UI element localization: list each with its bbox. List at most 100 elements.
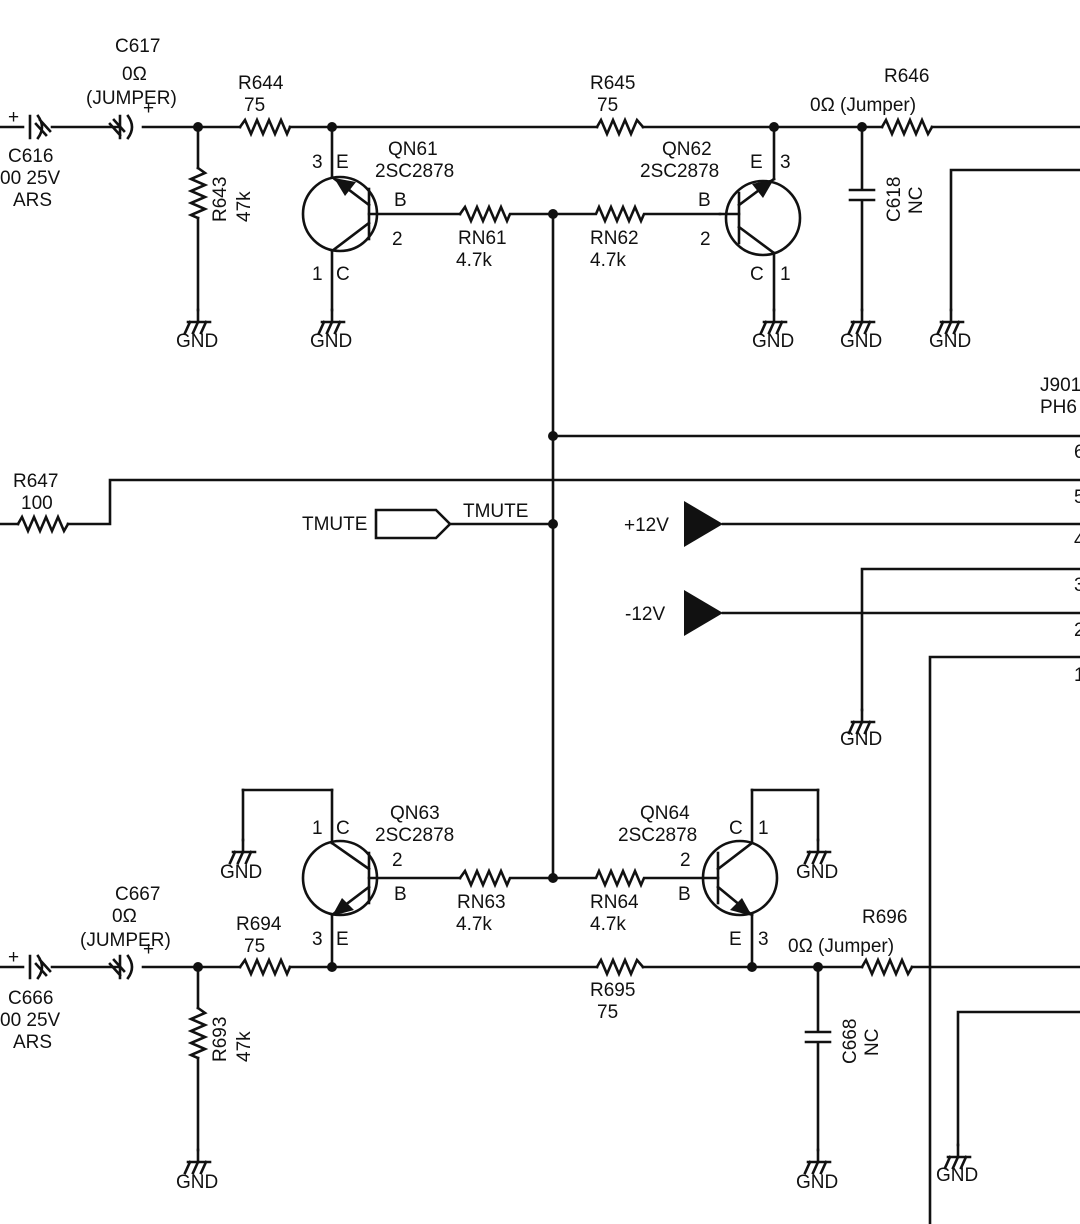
- transistor-qn61: 3 E B 2 1 C QN61 2SC2878 GND: [301, 125, 462, 352]
- qn61-pin-c-num: 1: [312, 264, 323, 285]
- c667-ref: C667: [115, 884, 160, 905]
- capacitor-c668: C668 NC GND: [796, 965, 883, 1193]
- r644-ref: R644: [238, 73, 284, 94]
- qn63-pin-e: E: [336, 929, 349, 950]
- qn63-pin-b-num: 2: [392, 850, 403, 871]
- c618-value: NC: [906, 187, 927, 214]
- c666-plus-sign: +: [8, 947, 19, 968]
- qn61-pin-b-num: 2: [392, 229, 403, 250]
- tmute-port-label: TMUTE: [302, 514, 367, 535]
- qn64-pin-b-num: 2: [680, 850, 691, 871]
- resistor-rn63: RN63 4.7k: [456, 867, 555, 935]
- gnd-label-qn62: GND: [752, 331, 794, 352]
- r695-value: 75: [597, 1002, 618, 1023]
- control-section: J901 PH6 6 5 4 3 2 1 R647 100 TMUTE TMUT…: [0, 212, 1080, 1224]
- j901-pin-6: 6: [1074, 442, 1080, 463]
- c617-value: 0Ω: [122, 64, 147, 85]
- qn63-part: 2SC2878: [375, 825, 454, 846]
- resistor-r693: R693 47k GND: [176, 965, 255, 1193]
- r643-ref: R643: [210, 177, 231, 222]
- c666-value: 00 25V: [0, 1010, 61, 1031]
- resistor-r694: R694 75: [236, 914, 292, 978]
- c616-plus-sign: +: [8, 107, 19, 128]
- c617-note: (JUMPER): [86, 88, 177, 109]
- rn64-ref: RN64: [590, 892, 639, 913]
- resistor-r646: R646 0Ω (Jumper): [810, 66, 934, 138]
- gnd-label-qn64: GND: [796, 862, 838, 883]
- qn63-ref: QN63: [390, 803, 440, 824]
- c617-ref: C617: [115, 36, 160, 57]
- c616-type: ARS: [13, 190, 52, 211]
- c668-value: NC: [862, 1029, 883, 1056]
- rn63-ref: RN63: [457, 892, 506, 913]
- power-neg12v: -12V: [625, 590, 1080, 636]
- qn61-pin-c: C: [336, 264, 350, 285]
- transistor-qn64: C 1 2 B E 3 QN64 2SC2878 GND: [618, 788, 838, 969]
- r647-value: 100: [21, 493, 53, 514]
- gnd-label-r643: GND: [176, 331, 218, 352]
- gnd-label-j901-pin3: GND: [840, 729, 882, 750]
- r696-value: 0Ω (Jumper): [788, 936, 894, 957]
- tmute-port: TMUTE TMUTE: [302, 501, 558, 540]
- capacitor-c667: + C667 0Ω (JUMPER): [80, 884, 171, 980]
- c617-plus-sign: +: [143, 98, 154, 119]
- qn64-pin-e: E: [729, 929, 742, 950]
- qn63-pin-b: B: [394, 884, 407, 905]
- resistor-r695: R695 75: [590, 956, 645, 1023]
- r645-value: 75: [597, 95, 618, 116]
- rn63-value: 4.7k: [456, 914, 492, 935]
- rn61-ref: RN61: [458, 228, 507, 249]
- junction-qn64-emitter: [747, 962, 757, 972]
- qn61-pin-e-num: 3: [312, 152, 323, 173]
- resistor-rn61: RN61 4.7k: [456, 203, 555, 271]
- c616-value: 00 25V: [0, 168, 61, 189]
- qn62-pin-b: B: [698, 190, 711, 211]
- qn61-part: 2SC2878: [375, 161, 454, 182]
- r643-value: 47k: [234, 191, 255, 222]
- qn61-pin-b: B: [394, 190, 407, 211]
- j901-ref: J901: [1040, 375, 1080, 396]
- c668-ref: C668: [840, 1019, 861, 1064]
- j901-pin-4: 4: [1074, 530, 1080, 551]
- transistor-qn62: E 3 B 2 C 1 QN62 2SC2878 GND: [640, 125, 802, 352]
- j901-pin-2: 2: [1074, 620, 1080, 641]
- tmute-net-label: TMUTE: [463, 501, 528, 522]
- capacitor-c618: C618 NC GND: [840, 125, 927, 352]
- r693-value: 47k: [234, 1031, 255, 1062]
- j901-type: PH6: [1040, 397, 1077, 418]
- gnd-label-qn61: GND: [310, 331, 352, 352]
- r694-ref: R694: [236, 914, 282, 935]
- top-channel: + C616 00 25V ARS + C617 0Ω (JUMPER) R64…: [0, 36, 1080, 352]
- r695-ref: R695: [590, 980, 635, 1001]
- r647-ref: R647: [13, 471, 58, 492]
- c667-value: 0Ω: [112, 906, 137, 927]
- c667-plus-sign: +: [143, 939, 154, 960]
- pos12v-label: +12V: [624, 515, 669, 536]
- resistor-r647: R647 100: [0, 471, 1080, 535]
- r694-value: 75: [244, 936, 265, 957]
- resistor-r644: R644 75: [238, 73, 292, 138]
- qn64-pin-c-num: 1: [758, 818, 769, 839]
- rn62-value: 4.7k: [590, 250, 626, 271]
- r646-value: 0Ω (Jumper): [810, 95, 916, 116]
- qn63-pin-e-num: 3: [312, 929, 323, 950]
- c666-type: ARS: [13, 1032, 52, 1053]
- c666-ref: C666: [8, 988, 53, 1009]
- transistor-qn63: 1 C 2 B 3 E QN63 2SC2878 GND: [220, 788, 462, 969]
- c618-ref: C618: [884, 177, 905, 222]
- qn62-pin-c: C: [750, 264, 764, 285]
- r644-value: 75: [244, 95, 265, 116]
- rn61-value: 4.7k: [456, 250, 492, 271]
- wire-j901-pin3-ground: [860, 567, 1080, 712]
- resistor-r645: R645 75: [590, 73, 645, 138]
- qn62-ref: QN62: [662, 139, 712, 160]
- gnd-label-c668: GND: [796, 1172, 838, 1193]
- gnd-label-r693: GND: [176, 1172, 218, 1193]
- qn62-pin-e: E: [750, 152, 763, 173]
- bottom-channel: + C666 00 25V ARS + C667 0Ω (JUMPER) R69…: [0, 788, 1080, 1193]
- capacitor-c617: + C617 0Ω (JUMPER): [86, 36, 177, 140]
- qn63-pin-c-num: 1: [312, 818, 323, 839]
- qn62-pin-c-num: 1: [780, 264, 791, 285]
- qn62-pin-b-num: 2: [700, 229, 711, 250]
